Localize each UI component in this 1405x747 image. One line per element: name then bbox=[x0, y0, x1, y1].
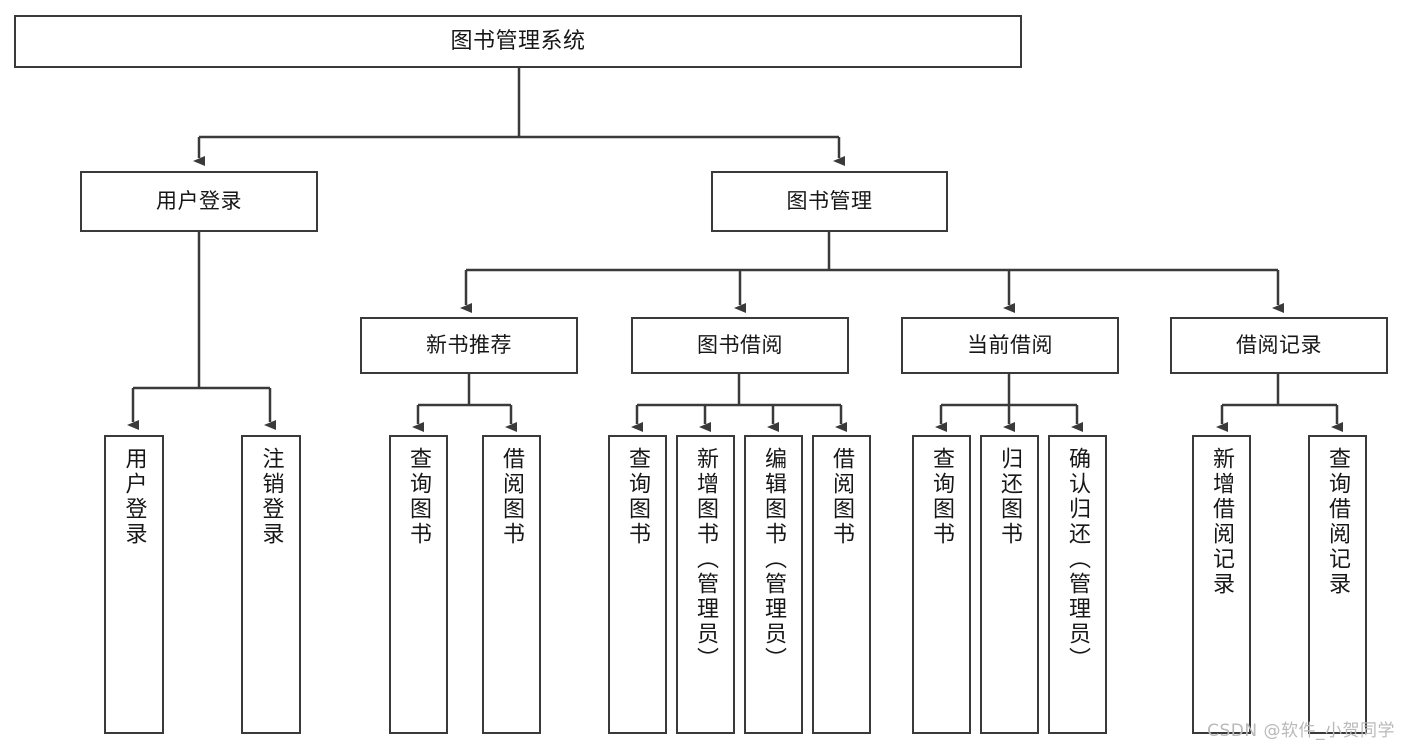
node-new-book-recommend[interactable]: 新书推荐 bbox=[360, 317, 578, 374]
leaf-user-login-login[interactable]: 用户登录 bbox=[104, 435, 164, 734]
leaf-book-borrow-edit-book-admin[interactable]: 编辑图书（管理员） bbox=[744, 435, 803, 734]
node-label: 借阅记录 bbox=[1236, 333, 1322, 358]
node-label: 图书借阅 bbox=[697, 333, 783, 358]
node-label: 查询图书 bbox=[929, 447, 955, 547]
leaf-borrow-record-query-record[interactable]: 查询借阅记录 bbox=[1308, 435, 1367, 734]
leaf-current-borrow-confirm-return-admin[interactable]: 确认归还（管理员） bbox=[1048, 435, 1107, 734]
leaf-borrow-record-add-record[interactable]: 新增借阅记录 bbox=[1192, 435, 1251, 734]
leaf-user-login-logout[interactable]: 注销登录 bbox=[241, 435, 301, 734]
node-label: 新增借阅记录 bbox=[1209, 447, 1235, 597]
node-label: 查询借阅记录 bbox=[1325, 447, 1351, 597]
node-book-management[interactable]: 图书管理 bbox=[711, 171, 948, 232]
leaf-current-borrow-return-book[interactable]: 归还图书 bbox=[980, 435, 1039, 734]
node-label: 查询图书 bbox=[625, 447, 651, 547]
node-label: 图书管理系统 bbox=[450, 28, 586, 54]
leaf-book-borrow-borrow-book[interactable]: 借阅图书 bbox=[812, 435, 871, 734]
node-label: 用户登录 bbox=[156, 189, 242, 214]
node-label: 注销登录 bbox=[258, 447, 284, 547]
leaf-book-borrow-query-book[interactable]: 查询图书 bbox=[608, 435, 667, 734]
leaf-current-borrow-query-book[interactable]: 查询图书 bbox=[912, 435, 971, 734]
node-borrow-record[interactable]: 借阅记录 bbox=[1170, 317, 1388, 374]
node-label: 借阅图书 bbox=[499, 447, 525, 547]
node-label: 图书管理 bbox=[786, 189, 873, 214]
node-label: 确认归还（管理员） bbox=[1065, 447, 1091, 672]
leaf-new-book-query-book[interactable]: 查询图书 bbox=[389, 435, 448, 734]
node-user-login[interactable]: 用户登录 bbox=[80, 171, 318, 232]
node-label: 归还图书 bbox=[997, 447, 1023, 547]
node-label: 新书推荐 bbox=[426, 333, 512, 358]
node-label: 查询图书 bbox=[406, 447, 432, 547]
node-root-book-management-system[interactable]: 图书管理系统 bbox=[14, 15, 1022, 68]
node-book-borrow[interactable]: 图书借阅 bbox=[631, 317, 849, 374]
node-current-borrow[interactable]: 当前借阅 bbox=[901, 317, 1119, 374]
leaf-book-borrow-add-book-admin[interactable]: 新增图书（管理员） bbox=[676, 435, 735, 734]
node-label: 当前借阅 bbox=[967, 333, 1053, 358]
node-label: 编辑图书（管理员） bbox=[761, 447, 787, 672]
node-label: 用户登录 bbox=[121, 447, 147, 547]
node-label: 借阅图书 bbox=[829, 447, 855, 547]
node-label: 新增图书（管理员） bbox=[693, 447, 719, 672]
leaf-new-book-borrow-book[interactable]: 借阅图书 bbox=[482, 435, 541, 734]
